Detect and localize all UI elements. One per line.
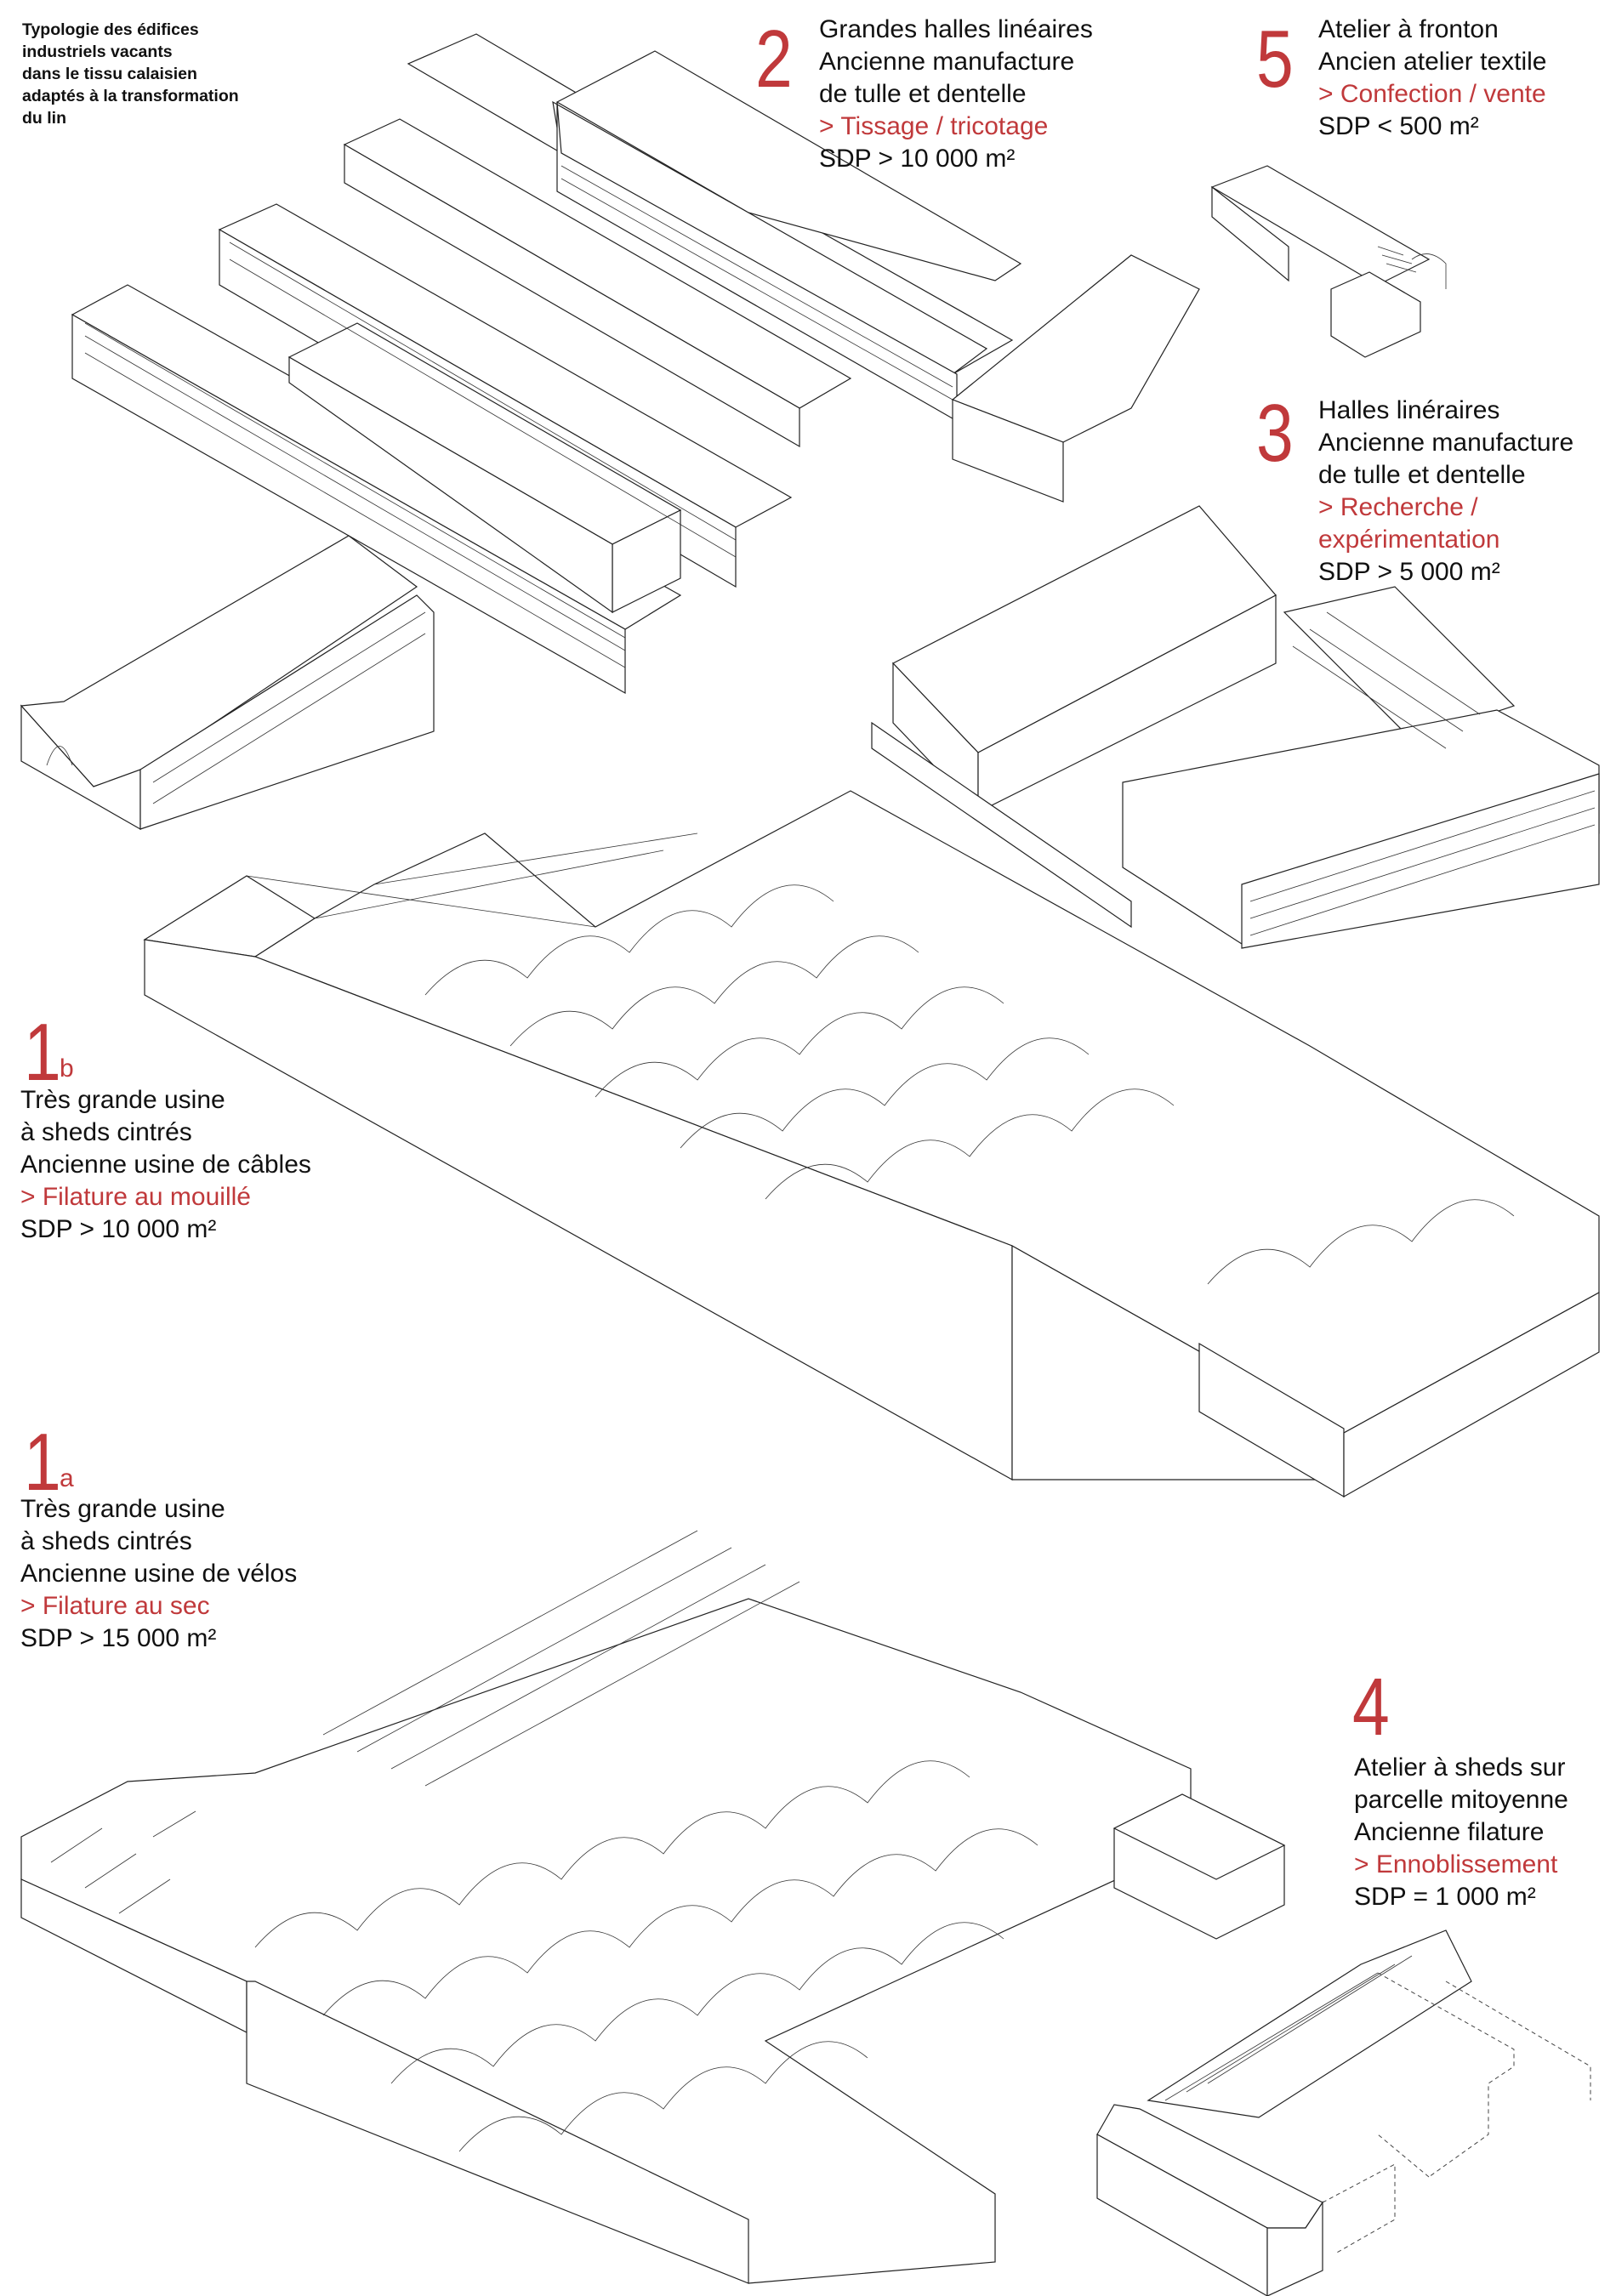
- sdp-area: SDP < 500 m²: [1318, 112, 1479, 140]
- typology-suffix: a: [60, 1464, 74, 1492]
- former-use: Ancienne usine de câbles: [20, 1151, 311, 1179]
- vault-rows: [425, 885, 1514, 1284]
- typology-name: Atelier à sheds sur: [1354, 1753, 1566, 1782]
- former-use: de tulle et dentelle: [1318, 461, 1526, 489]
- former-use: Ancienne manufacture: [1318, 429, 1574, 457]
- typology-name: Grandes halles linéaires: [819, 15, 1093, 43]
- hall-building: [408, 34, 1021, 421]
- vault-rows: [255, 1531, 1038, 2151]
- new-use: expérimentation: [1318, 526, 1500, 554]
- typology-number: 2: [755, 14, 793, 105]
- typology-3-text: Halles linéraires Ancienne manufacture d…: [1318, 395, 1573, 588]
- new-use: > Recherche /: [1318, 493, 1478, 521]
- former-use: Ancienne manufacture: [819, 48, 1075, 76]
- new-use: > Ennoblissement: [1354, 1850, 1558, 1878]
- typology-name: Atelier à fronton: [1318, 15, 1499, 43]
- typology-number: 4: [1352, 1662, 1390, 1753]
- hall-building: [289, 323, 680, 612]
- typology-1b-text: Très grande usine à sheds cintrés Ancien…: [20, 1084, 311, 1246]
- sdp-area: SDP > 5 000 m²: [1318, 558, 1500, 586]
- typology-name: Halles linéraires: [1318, 396, 1500, 424]
- typology-name: Très grande usine: [20, 1086, 225, 1114]
- title-line: Typologie des édifices: [22, 20, 199, 39]
- typology-number: 1: [24, 1007, 61, 1098]
- new-use: > Confection / vente: [1318, 80, 1546, 108]
- typology-5-text: Atelier à fronton Ancien atelier textile…: [1318, 14, 1546, 143]
- hall-building: [953, 255, 1199, 502]
- typology-number: 1: [24, 1417, 61, 1508]
- typology-4-text: Atelier à sheds sur parcelle mitoyenne A…: [1354, 1752, 1568, 1913]
- former-use: Ancienne usine de vélos: [20, 1560, 298, 1588]
- hall-building: [344, 119, 851, 446]
- title-line: industriels vacants: [22, 43, 173, 61]
- typology-name: à sheds cintrés: [20, 1527, 192, 1555]
- typology-suffix: b: [60, 1054, 74, 1083]
- typology-2-text: Grandes halles linéaires Ancienne manufa…: [819, 14, 1093, 175]
- title-line: dans le tissu calaisien: [22, 65, 197, 83]
- former-use: de tulle et dentelle: [819, 80, 1027, 108]
- typology-number: 5: [1256, 14, 1294, 105]
- typology-number: 3: [1256, 388, 1294, 479]
- typology-name: parcelle mitoyenne: [1354, 1786, 1568, 1814]
- former-use: Ancienne filature: [1354, 1818, 1545, 1846]
- title-line: adaptés à la transformation: [22, 87, 239, 105]
- typology-name: Très grande usine: [20, 1495, 225, 1523]
- sdp-area: SDP > 10 000 m²: [819, 145, 1016, 173]
- new-use: > Tissage / tricotage: [819, 112, 1049, 140]
- title-line: du lin: [22, 109, 66, 128]
- typology-1a-text: Très grande usine à sheds cintrés Ancien…: [20, 1493, 297, 1655]
- gabled-hall: [21, 536, 434, 829]
- sdp-area: SDP > 15 000 m²: [20, 1624, 217, 1652]
- sdp-area: SDP > 10 000 m²: [20, 1215, 217, 1243]
- skylights: [51, 1811, 196, 1913]
- sdp-area: SDP = 1 000 m²: [1354, 1883, 1536, 1911]
- window-grid: [85, 166, 953, 668]
- typology-name: à sheds cintrés: [20, 1118, 192, 1146]
- poster-title: Typologie des édifices industriels vacan…: [22, 19, 311, 129]
- new-use: > Filature au sec: [20, 1592, 210, 1620]
- new-use: > Filature au mouillé: [20, 1183, 251, 1211]
- former-use: Ancien atelier textile: [1318, 48, 1547, 76]
